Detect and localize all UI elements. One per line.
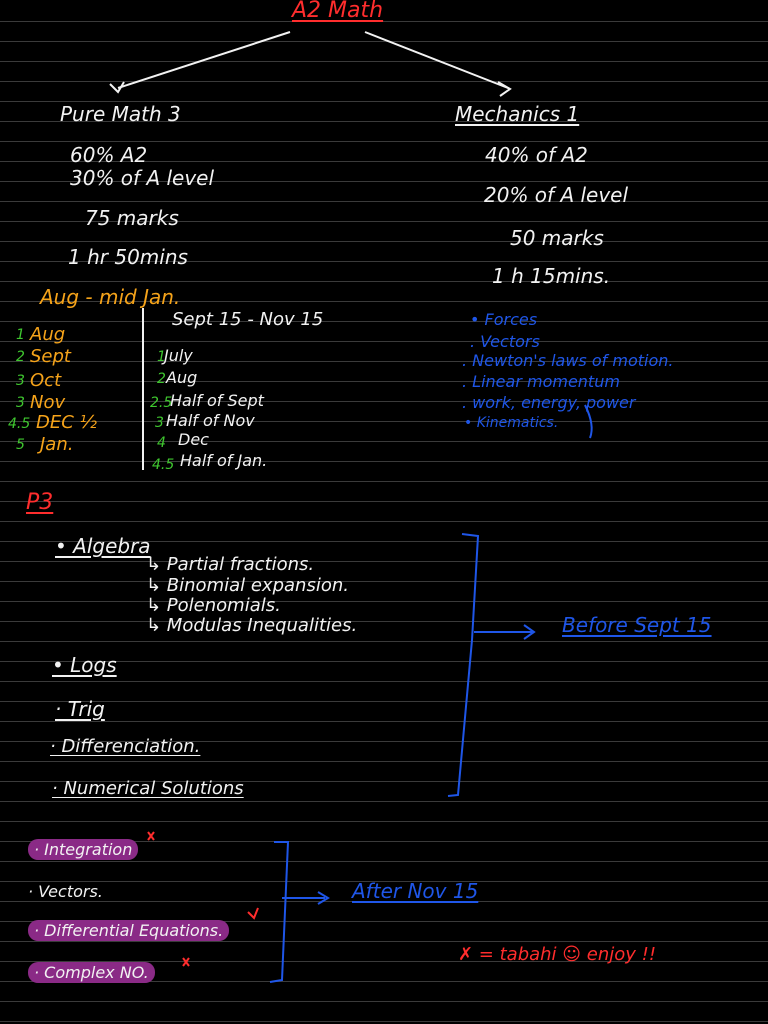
month-label: Nov xyxy=(30,392,66,413)
highlight: · Integration xyxy=(28,839,139,860)
after-note: After Nov 15 xyxy=(352,879,479,903)
month-number: 3 xyxy=(16,395,25,411)
pure-line: 60% A2 xyxy=(70,143,148,167)
mech-topic: . Linear momentum xyxy=(462,372,620,391)
later-topic: · Complex NO. xyxy=(28,962,155,983)
algebra-sub: ↳ Modulas Inequalities. xyxy=(146,615,358,636)
item-number: 4.5 xyxy=(152,457,175,473)
p3-topic: • Logs xyxy=(52,653,117,677)
schedule-range: Sept 15 - Nov 15 xyxy=(172,309,324,330)
item-number: 3 xyxy=(155,415,164,431)
month-number: 5 xyxy=(16,437,25,453)
later-topic: · Vectors. xyxy=(28,882,103,901)
month-label: Aug xyxy=(30,324,66,345)
p3-topic: · Differenciation. xyxy=(50,736,201,757)
later-topic: · Integration xyxy=(28,839,139,860)
item-label: July xyxy=(164,346,193,365)
p3-topic: · Trig xyxy=(55,697,105,721)
item-number: 4 xyxy=(157,435,166,451)
month-number: 4.5 xyxy=(8,416,31,432)
item-number: 2.5 xyxy=(150,395,173,411)
later-topic: · Differential Equations. xyxy=(28,920,230,941)
item-label: Half of Nov xyxy=(166,411,255,430)
pure-line: 1 hr 50mins xyxy=(68,245,188,269)
item-number: 1 xyxy=(157,349,166,365)
mechanics-line: 20% of A level xyxy=(484,183,629,207)
month-label: Sept xyxy=(30,346,71,367)
mechanics-line: 1 h 15mins. xyxy=(492,264,611,288)
month-number: 1 xyxy=(16,327,25,343)
item-label: Aug xyxy=(166,368,198,387)
before-note: Before Sept 15 xyxy=(562,613,712,637)
pure-line: 75 marks xyxy=(85,206,179,230)
item-number: 2 xyxy=(157,371,166,387)
mech-topic: • Kinematics. xyxy=(464,415,559,431)
algebra-sub: ↳ Polenomials. xyxy=(146,595,281,616)
highlight: · Differential Equations. xyxy=(28,920,230,941)
mech-topic: • Forces xyxy=(470,310,538,329)
month-label: Oct xyxy=(30,370,62,391)
pure-heading: Pure Math 3 xyxy=(60,102,181,126)
p3-algebra: • Algebra xyxy=(55,534,151,558)
mech-topic: . work, energy, power xyxy=(462,393,636,412)
algebra-sub: ↳ Binomial expansion. xyxy=(146,575,349,596)
pure-line: 30% of A level xyxy=(70,166,215,190)
schedule-heading: Aug - mid Jan. xyxy=(40,285,181,309)
mechanics-line: 40% of A2 xyxy=(485,143,588,167)
item-label: Half of Sept xyxy=(170,391,264,410)
item-label: Half of Jan. xyxy=(180,451,268,470)
month-number: 2 xyxy=(16,349,25,365)
item-label: Dec xyxy=(178,430,209,449)
mech-topic: . Newton's laws of motion. xyxy=(462,351,674,370)
algebra-sub: ↳ Partial fractions. xyxy=(146,554,315,575)
highlight: · Complex NO. xyxy=(28,962,155,983)
mech-topic: . Vectors xyxy=(470,332,540,351)
mechanics-line: 50 marks xyxy=(510,226,604,250)
p3-heading: P3 xyxy=(26,490,54,515)
legend-note: ✗ = tabahi ☺ enjoy !! xyxy=(458,944,657,965)
mechanics-heading: Mechanics 1 xyxy=(455,102,580,126)
month-label: DEC ½ xyxy=(36,412,97,433)
page-title: A2 Math xyxy=(292,0,384,23)
p3-topic: · Numerical Solutions xyxy=(52,778,244,799)
month-label: Jan. xyxy=(40,434,74,455)
month-number: 3 xyxy=(16,373,25,389)
